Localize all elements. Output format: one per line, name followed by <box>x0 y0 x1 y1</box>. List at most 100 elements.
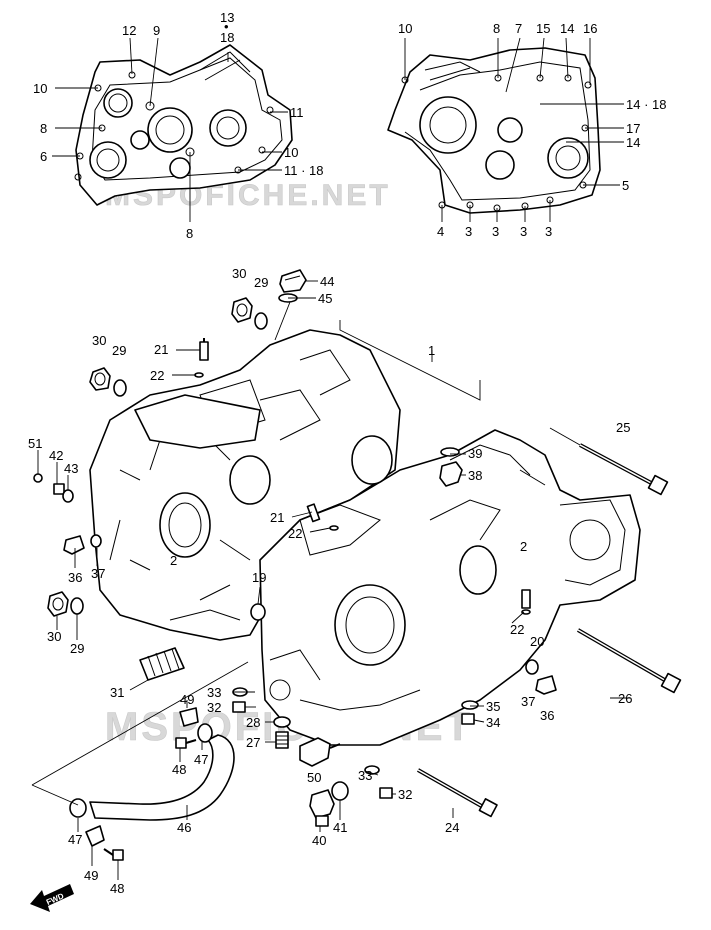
callout-22-mid: 22 <box>288 526 302 541</box>
callout-33-top: 33 <box>207 685 221 700</box>
o-ring-19 <box>250 603 266 621</box>
callout-47-top: 47 <box>194 752 208 767</box>
fwd-label: FWD <box>45 891 66 907</box>
callout-8-b: 8 <box>186 226 193 241</box>
callout-18: 18 <box>220 30 234 45</box>
callout-29-top: 29 <box>254 275 268 290</box>
washer-37-right <box>525 659 539 675</box>
bolt-48-lower <box>103 848 124 861</box>
callout-29-low: 29 <box>70 641 84 656</box>
forward-arrow-icon: FWD <box>30 884 74 912</box>
gasket-41 <box>331 781 349 801</box>
callout-30-low: 30 <box>47 629 61 644</box>
callout-48-bottom: 48 <box>110 881 124 896</box>
washer-29-mid <box>113 379 127 397</box>
callout-21-mid: 21 <box>270 510 284 525</box>
washer-29-low <box>70 597 84 615</box>
callout-4: 4 <box>437 224 444 239</box>
callout-32-top: 32 <box>207 700 221 715</box>
callout-41: 41 <box>333 820 347 835</box>
callout-49-top: 49 <box>180 692 194 707</box>
nut-30-low <box>47 591 69 617</box>
callout-25: 25 <box>616 420 630 435</box>
callout-12: 12 <box>122 23 136 38</box>
callout-14-b: 14 <box>626 135 640 150</box>
callout-19: 19 <box>252 570 266 585</box>
nut-30-mid <box>89 367 111 391</box>
o-ring-22-mid <box>329 525 339 531</box>
callout-24: 24 <box>445 820 459 835</box>
callout-49-bottom: 49 <box>84 868 98 883</box>
jet-21-mid <box>306 503 321 523</box>
callout-38: 38 <box>468 468 482 483</box>
callout-26: 26 <box>618 691 632 706</box>
callout-10-b: 10 <box>284 145 298 160</box>
callout-15: 15 <box>536 21 550 36</box>
callout-8: 8 <box>40 121 47 136</box>
jet-22-right <box>521 589 531 615</box>
callout-14-18: 14 · 18 <box>626 97 666 112</box>
callout-labels: 13 • 18 12 9 10 8 6 11 10 11 · 18 8 10 8… <box>28 10 666 896</box>
washer-35 <box>461 700 479 710</box>
nut-30-top <box>231 297 253 323</box>
callout-2-left: 2 <box>170 553 177 568</box>
clamp-49-upper <box>179 707 199 727</box>
callout-51: 51 <box>28 436 42 451</box>
callout-34: 34 <box>486 715 500 730</box>
callout-37-left: 37 <box>91 566 105 581</box>
washer-37-left <box>90 534 102 548</box>
left-crankcase-half-view <box>74 44 293 206</box>
callout-40: 40 <box>312 833 326 848</box>
callout-21-top: 21 <box>154 342 168 357</box>
callout-28: 28 <box>246 715 260 730</box>
jet-21-top <box>199 338 209 361</box>
callout-44: 44 <box>320 274 334 289</box>
callout-45: 45 <box>318 291 332 306</box>
callout-30-mid: 30 <box>92 333 106 348</box>
bolt-34 <box>461 713 475 725</box>
bolt-32-bottom <box>379 787 393 799</box>
callout-10: 10 <box>33 81 47 96</box>
o-ring-22-top <box>194 372 204 378</box>
callout-42: 42 <box>49 448 63 463</box>
plug-51 <box>33 473 43 483</box>
bolt-48-upper <box>175 737 197 749</box>
washer-29-top <box>254 312 268 330</box>
washer-28 <box>273 716 291 728</box>
callout-36-right: 36 <box>540 708 554 723</box>
bolt-32-top <box>232 701 246 713</box>
right-crankcase-half-view <box>387 47 601 214</box>
leader-lines <box>31 37 630 880</box>
strainer-31 <box>139 647 185 681</box>
switch-50 <box>299 737 341 767</box>
gasket-plate <box>134 394 261 449</box>
callout-33-bottom: 33 <box>358 768 372 783</box>
plug-27 <box>275 731 289 749</box>
callout-7: 7 <box>515 21 522 36</box>
callout-8-c: 8 <box>493 21 500 36</box>
callout-17: 17 <box>626 121 640 136</box>
callout-50: 50 <box>307 770 321 785</box>
drain-plug-40 <box>309 789 335 827</box>
callout-16: 16 <box>583 21 597 36</box>
callout-1: 1 <box>428 343 435 358</box>
callout-14: 14 <box>560 21 574 36</box>
bolt-42 <box>53 483 65 495</box>
callout-6: 6 <box>40 149 47 164</box>
callout-36-left: 36 <box>68 570 82 585</box>
callout-11: 11 <box>290 105 304 120</box>
o-ring-47-lower <box>69 798 87 818</box>
main-crankcase-assembly <box>89 329 641 746</box>
crankcase-bolt-26 <box>576 628 682 694</box>
callout-3-d: 3 <box>545 224 552 239</box>
callout-22-right: 22 <box>510 622 524 637</box>
callout-30-top: 30 <box>232 266 246 281</box>
callout-9: 9 <box>153 23 160 38</box>
crankcase-bolt-25 <box>579 443 669 496</box>
crankcase-bolt-24 <box>417 768 498 818</box>
callout-11-18: 11 · 18 <box>284 163 324 178</box>
plug-36-left <box>63 535 85 555</box>
callout-32-bottom: 32 <box>398 787 412 802</box>
callout-5: 5 <box>622 178 629 193</box>
oil-hose <box>89 734 235 821</box>
